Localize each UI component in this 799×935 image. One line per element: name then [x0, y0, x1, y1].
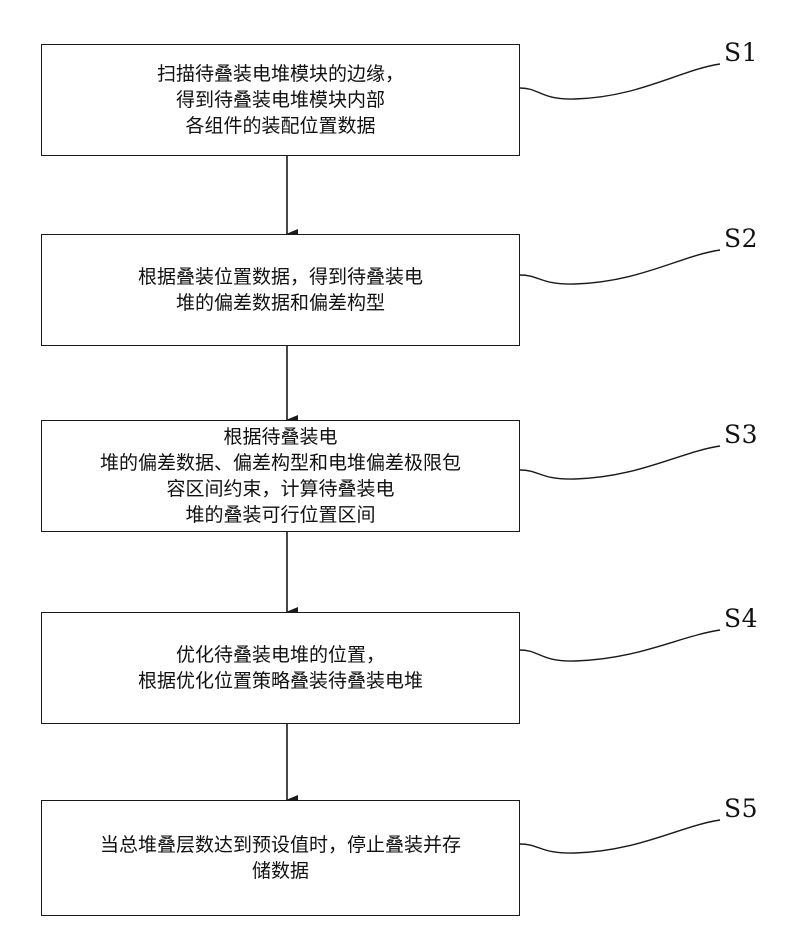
step-text-s4: 优化待叠装电堆的位置， 根据优化位置策略叠装待叠装电堆 — [124, 642, 437, 694]
leader-line-s5 — [520, 820, 720, 853]
step-box-s3: 根据待叠装电 堆的偏差数据、偏差构型和电堆偏差极限包 容区间约束，计算待叠装电 … — [41, 420, 520, 532]
leader-line-s1 — [520, 64, 720, 99]
leader-line-s4 — [520, 630, 720, 661]
step-box-s1: 扫描待叠装电堆模块的边缘， 得到待叠装电堆模块内部 各组件的装配位置数据 — [41, 44, 520, 156]
step-text-s2: 根据叠装位置数据，得到待叠装电 堆的偏差数据和偏差构型 — [124, 264, 437, 316]
step-box-s2: 根据叠装位置数据，得到待叠装电 堆的偏差数据和偏差构型 — [41, 234, 520, 346]
step-label-s2: S2 — [724, 224, 758, 253]
leader-line-s2 — [520, 250, 720, 284]
step-text-s5: 当总堆叠层数达到预设值时，停止叠装并存 储数据 — [86, 832, 475, 884]
leader-line-s3 — [520, 446, 720, 479]
step-text-s3: 根据待叠装电 堆的偏差数据、偏差构型和电堆偏差极限包 容区间约束，计算待叠装电 … — [86, 424, 475, 528]
step-label-s3: S3 — [724, 420, 758, 449]
step-label-s4: S4 — [724, 604, 758, 633]
step-label-s1: S1 — [724, 38, 758, 67]
step-box-s5: 当总堆叠层数达到预设值时，停止叠装并存 储数据 — [41, 800, 520, 916]
step-box-s4: 优化待叠装电堆的位置， 根据优化位置策略叠装待叠装电堆 — [41, 612, 520, 724]
step-text-s1: 扫描待叠装电堆模块的边缘， 得到待叠装电堆模块内部 各组件的装配位置数据 — [143, 61, 418, 139]
step-label-s5: S5 — [724, 794, 758, 823]
